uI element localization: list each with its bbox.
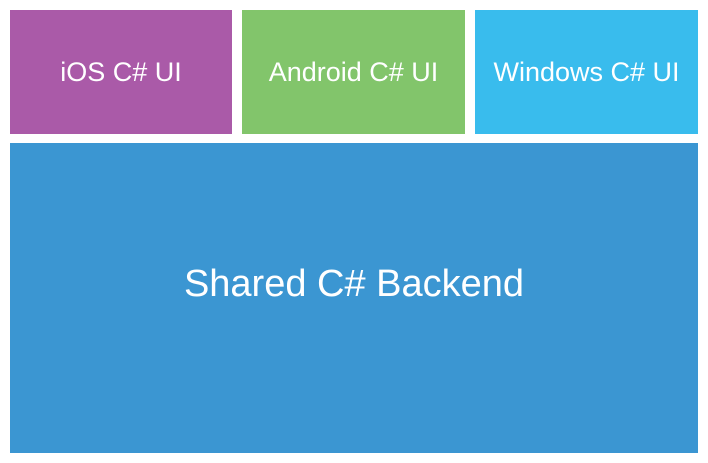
android-ui-label: Android C# UI	[268, 56, 439, 87]
windows-ui-block: Windows C# UI	[475, 10, 698, 134]
shared-backend-label: Shared C# Backend	[183, 262, 525, 305]
ios-ui-block: iOS C# UI	[10, 10, 232, 134]
ios-ui-label: iOS C# UI	[60, 56, 182, 87]
android-ui-block: Android C# UI	[242, 10, 465, 134]
shared-backend-block: Shared C# Backend	[10, 143, 698, 453]
windows-ui-label: Windows C# UI	[493, 56, 680, 87]
